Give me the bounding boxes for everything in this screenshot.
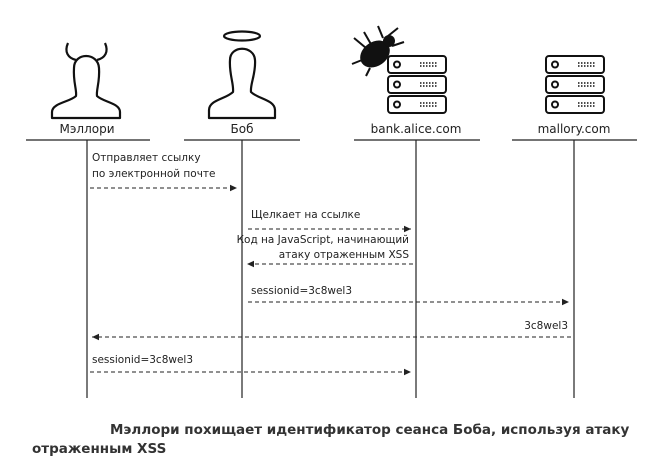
actor-label-bob: Боб <box>231 122 254 136</box>
message-5-line-1: 3c8wel3 <box>524 320 568 332</box>
message-1-line-2: по электронной почте <box>92 168 216 180</box>
actor-label-mallory-server: mallory.com <box>538 122 611 136</box>
message-4-line-1: sessionid=3c8wel3 <box>251 285 352 297</box>
server-icon <box>545 55 605 114</box>
message-1-line-1: Отправляет ссылку <box>92 152 201 164</box>
message-2-line-1: Щелкает на ссылке <box>251 209 360 221</box>
message-3-line-1: Код на JavaScript, начинающий <box>237 234 409 246</box>
server-with-bug-icon <box>351 25 447 114</box>
actor-label-mallory: Мэллори <box>59 122 114 136</box>
actor-label-bank: bank.alice.com <box>371 122 462 136</box>
devil-person-icon <box>50 42 122 120</box>
caption-line-1: Мэллори похищает идентификатор сеанса Бо… <box>110 422 630 438</box>
bug-icon <box>351 25 405 77</box>
message-3-line-2: атаку отраженным XSS <box>279 249 410 261</box>
figure-caption: Мэллори похищает идентификатор сеанса Бо… <box>32 421 642 459</box>
angel-person-icon <box>207 30 277 120</box>
caption-line-2: отраженным XSS <box>32 441 167 457</box>
message-6-line-1: sessionid=3c8wel3 <box>92 354 193 366</box>
sequence-diagram: Мэллори Боб bank.alice.com mallory.com О… <box>26 25 637 398</box>
